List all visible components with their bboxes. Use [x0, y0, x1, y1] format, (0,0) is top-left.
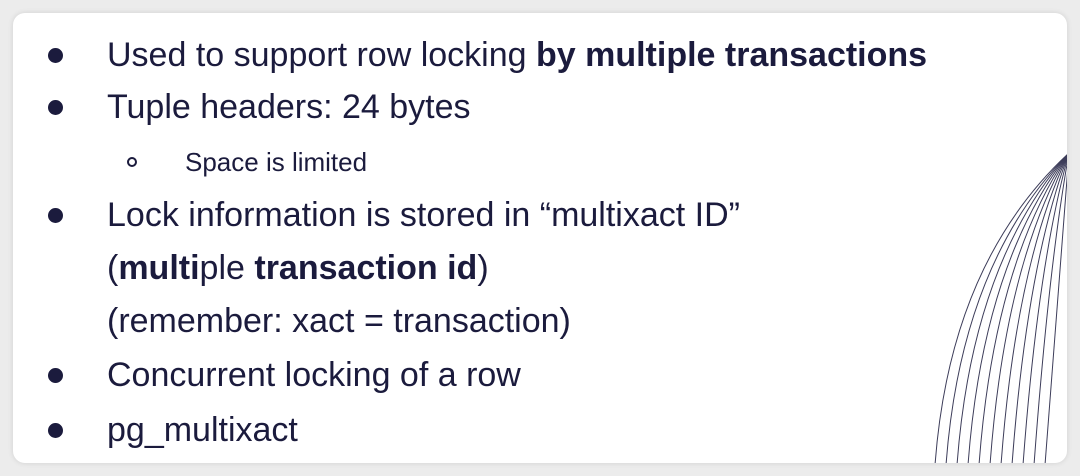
bold-multi: multi — [118, 249, 200, 287]
plain-ple: ple — [199, 249, 255, 287]
bullet-dot — [48, 100, 63, 115]
decorative-curve-line — [956, 154, 1067, 463]
bullet-text: Tuple headers: 24 bytes — [107, 88, 471, 126]
bullet-dot — [48, 208, 63, 223]
decorative-curve-line — [978, 155, 1067, 463]
bullet-continuation: (multiple transaction id) — [107, 242, 489, 294]
decorative-curve-line — [934, 154, 1067, 463]
bullet-continuation: (remember: xact = transaction) — [107, 295, 571, 347]
decorative-curve-line — [967, 154, 1067, 463]
decorative-curve-line — [989, 155, 1067, 463]
sub-bullet-circle — [127, 157, 137, 167]
decorative-curve-line — [1022, 158, 1067, 463]
bullet-item: Used to support row locking by multiple … — [107, 29, 927, 81]
bullet-item: pg_multixact — [107, 404, 298, 456]
bullet-dot — [48, 423, 63, 438]
decorative-curve-line — [945, 154, 1067, 463]
bullet-item: Lock information is stored in “multixact… — [107, 189, 740, 241]
sub-bullet-item: Space is limited — [185, 142, 367, 182]
sub-bullet-text: Space is limited — [185, 147, 368, 177]
bold-transaction-id: transaction id — [254, 249, 478, 287]
bullet-text: Lock information is stored in “multixact… — [107, 196, 740, 234]
paren: ) — [477, 249, 489, 287]
bullet-text: Used to support row locking — [107, 36, 536, 74]
paren: ( — [107, 249, 119, 287]
decorative-curve-line — [1044, 171, 1067, 463]
bullet-text: (remember: xact = transaction) — [107, 302, 571, 340]
slide-card: Used to support row locking by multiple … — [13, 13, 1067, 463]
bullet-text: pg_multixact — [107, 411, 298, 449]
bullet-dot — [48, 48, 63, 63]
decorative-curve-line — [1011, 156, 1067, 463]
decorative-curve-line — [1000, 156, 1067, 463]
bullet-dot — [48, 368, 63, 383]
bullet-item: Tuple headers: 24 bytes — [107, 81, 471, 133]
bullet-bold-text: by multiple transactions — [535, 36, 928, 74]
decorative-curve-line — [1033, 161, 1067, 463]
decorative-curves — [934, 154, 1067, 463]
bullet-text: Concurrent locking of a row — [107, 356, 521, 394]
bullet-item: Concurrent locking of a row — [107, 349, 521, 401]
